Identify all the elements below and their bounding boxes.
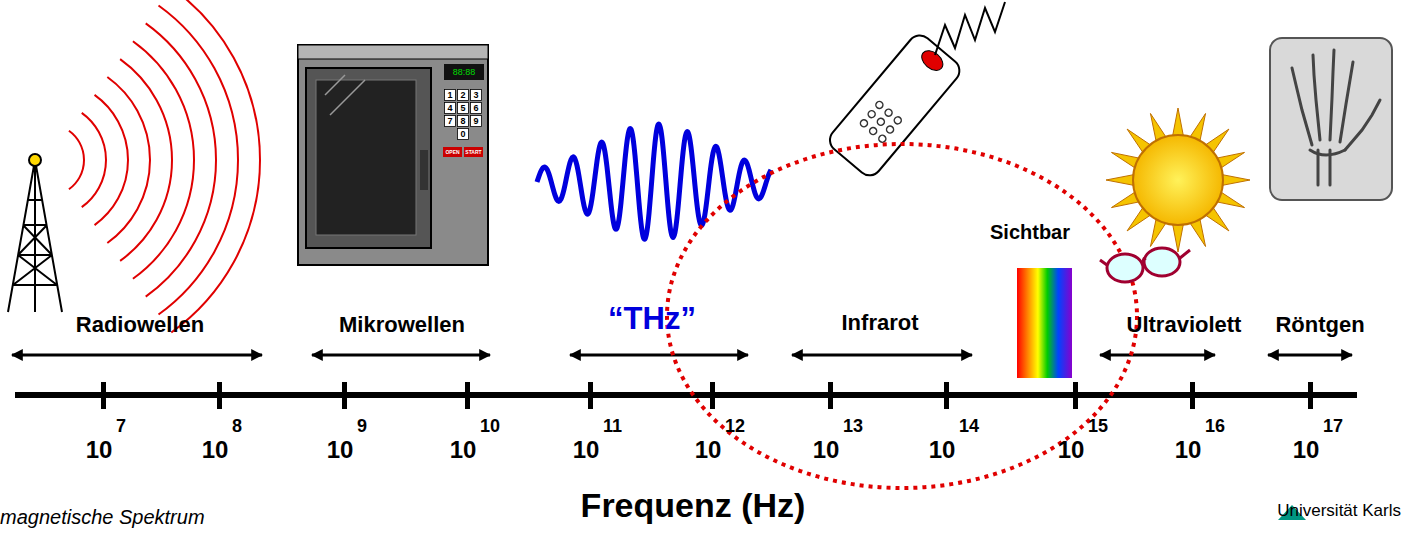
band-label: Röntgen [1275,314,1364,336]
tick-base: 10 [86,438,113,462]
tick-exponent: 16 [1205,417,1225,435]
tick-base: 10 [1293,438,1320,462]
key-digit: 1 [447,91,452,100]
key-digit: 9 [473,117,478,126]
tick-base: 10 [813,438,840,462]
tick-base: 10 [450,438,477,462]
key-digit: 5 [460,104,465,113]
band-label: “THz” [608,303,696,334]
key-digit: 4 [447,104,452,113]
radio-waves [69,0,260,332]
band-label: Ultraviolett [1127,314,1242,336]
sunglasses [1100,248,1190,282]
thz-wave [537,124,771,239]
band-label: Mikrowellen [339,314,465,336]
tick-exponent: 12 [725,417,745,435]
highlight-ellipse [667,144,1137,488]
axis-ticks [101,382,1313,409]
key-digit: 3 [473,91,478,100]
sun [1106,108,1250,252]
ir-signal [935,2,1005,55]
tick-exponent: 10 [480,417,500,435]
visible-spectrum-bar [1017,268,1072,378]
tick-base: 10 [327,438,354,462]
tick-exponent: 7 [116,417,126,435]
key-digit: 6 [473,104,478,113]
tick-exponent: 8 [232,417,242,435]
radio-tower [8,154,62,312]
xray-hand [1270,38,1392,200]
oven-display: 88:88 [453,68,476,77]
tick-exponent: 9 [357,417,367,435]
tick-exponent: 13 [843,417,863,435]
key-digit: 0 [460,130,465,139]
tick-base: 10 [202,438,229,462]
band-label: Radiowellen [76,314,204,336]
tick-exponent: 17 [1323,417,1343,435]
band-arrows [12,354,1352,357]
tick-base: 10 [695,438,722,462]
tick-base: 10 [573,438,600,462]
tick-base: 10 [1058,438,1085,462]
button-label: OPEN [445,150,459,155]
tick-base: 10 [1175,438,1202,462]
key-digit: 8 [460,117,465,126]
band-label: Sichtbar [990,222,1070,242]
tick-exponent: 11 [603,417,622,435]
caption-fragment: magnetische Spektrum [0,507,205,527]
remote-control [825,31,964,181]
key-digit: 2 [460,91,465,100]
tick-base: 10 [929,438,956,462]
microwave-oven [298,45,488,265]
band-label: Infrarot [842,312,919,334]
key-digit: 7 [447,117,452,126]
tick-exponent: 15 [1088,417,1108,435]
tick-exponent: 14 [959,417,979,435]
button-label: START [465,150,481,155]
axis-title: Frequenz (Hz) [581,488,806,522]
frequency-axis [15,392,1357,398]
institution-name: Universität Karls [1277,502,1401,519]
